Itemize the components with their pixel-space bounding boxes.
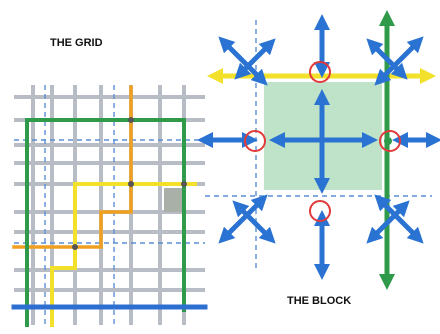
grid-node [128, 117, 134, 123]
intersection-circles [244, 61, 401, 222]
grid-node [181, 181, 187, 187]
block-arrows [196, 13, 440, 281]
double-arrow-icon [232, 200, 276, 244]
intersection-circle-icon [309, 61, 331, 83]
selected-grid-cell [164, 188, 185, 212]
intersection-circle-icon [309, 200, 331, 222]
grid-nodes [72, 117, 187, 250]
intersection-circle-icon [244, 130, 266, 152]
double-arrow-icon [234, 38, 276, 80]
grid-diagram: THE GRID [11, 37, 208, 327]
green-frame [25, 118, 186, 327]
yellow-path [50, 182, 197, 327]
block-diagram: THE BLOCK [196, 9, 440, 307]
double-arrow-icon [366, 38, 408, 80]
intersection-circle-icon [379, 130, 401, 152]
block-title: THE BLOCK [287, 295, 351, 307]
grid-node [128, 181, 134, 187]
block-node [384, 137, 392, 145]
grid-dashed-axes [14, 85, 205, 325]
double-arrow-icon [366, 200, 410, 244]
grid-node [72, 244, 78, 250]
grid-title: THE GRID [50, 37, 103, 49]
